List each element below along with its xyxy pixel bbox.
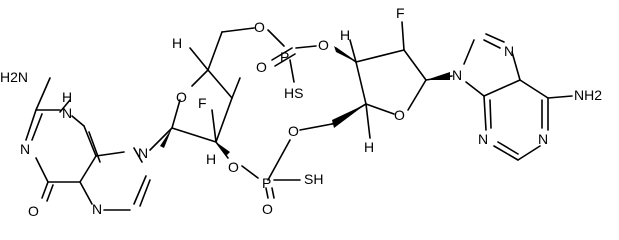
nitrogen-label: N bbox=[538, 131, 548, 147]
oxygen-label: O bbox=[254, 19, 265, 35]
hydrogen-label: H bbox=[364, 139, 374, 155]
hydrogen-label: H bbox=[62, 89, 72, 105]
nitrogen-label: N bbox=[92, 201, 102, 217]
phosphorus-label: P bbox=[280, 49, 289, 65]
hydrogen-label: H bbox=[206, 151, 216, 167]
nitrogen-label: N bbox=[62, 105, 72, 121]
oxygen-label: O bbox=[262, 201, 273, 217]
oxygen-label: O bbox=[256, 59, 267, 75]
bond-layer bbox=[25, 21, 573, 211]
atom-label-layer: H2N H N N O N N O H F H O P O O HS O P O… bbox=[0, 5, 602, 219]
thiol-label: HS bbox=[284, 85, 303, 101]
amino-group-label: H2N bbox=[0, 69, 28, 85]
wedge-bond bbox=[332, 104, 366, 128]
wedge-bond bbox=[216, 142, 230, 156]
oxygen-label: O bbox=[288, 123, 299, 139]
hydrogen-label: H bbox=[340, 27, 350, 43]
oxygen-label: O bbox=[228, 159, 239, 175]
oxygen-label: O bbox=[28, 203, 39, 219]
amino-group-label: NH2 bbox=[574, 87, 602, 103]
fluorine-label: F bbox=[198, 95, 207, 111]
phosphorus-label: P bbox=[262, 175, 271, 191]
nitrogen-label: N bbox=[504, 43, 514, 59]
thiol-label: SH bbox=[304, 171, 323, 187]
nitrogen-label: N bbox=[478, 131, 488, 147]
hydrogen-label: H bbox=[172, 35, 182, 51]
oxygen-label: O bbox=[318, 37, 329, 53]
ring-oxygen-label: O bbox=[176, 89, 187, 105]
stereo-bond-layer bbox=[160, 46, 450, 156]
ring-oxygen-label: O bbox=[394, 107, 405, 123]
nitrogen-label: N bbox=[20, 141, 30, 157]
molecule-structure: H2N H N N O N N O H F H O P O O HS O P O… bbox=[0, 5, 602, 219]
nitrogen-label: N bbox=[138, 145, 148, 161]
nitrogen-label: N bbox=[452, 67, 462, 83]
structure-canvas: H2N H N N O N N O H F H O P O O HS O P O… bbox=[0, 5, 602, 219]
wedge-bond bbox=[334, 46, 356, 62]
fluorine-label: F bbox=[396, 5, 405, 21]
wedge-bond bbox=[426, 72, 450, 80]
wedge-bond bbox=[160, 128, 172, 148]
